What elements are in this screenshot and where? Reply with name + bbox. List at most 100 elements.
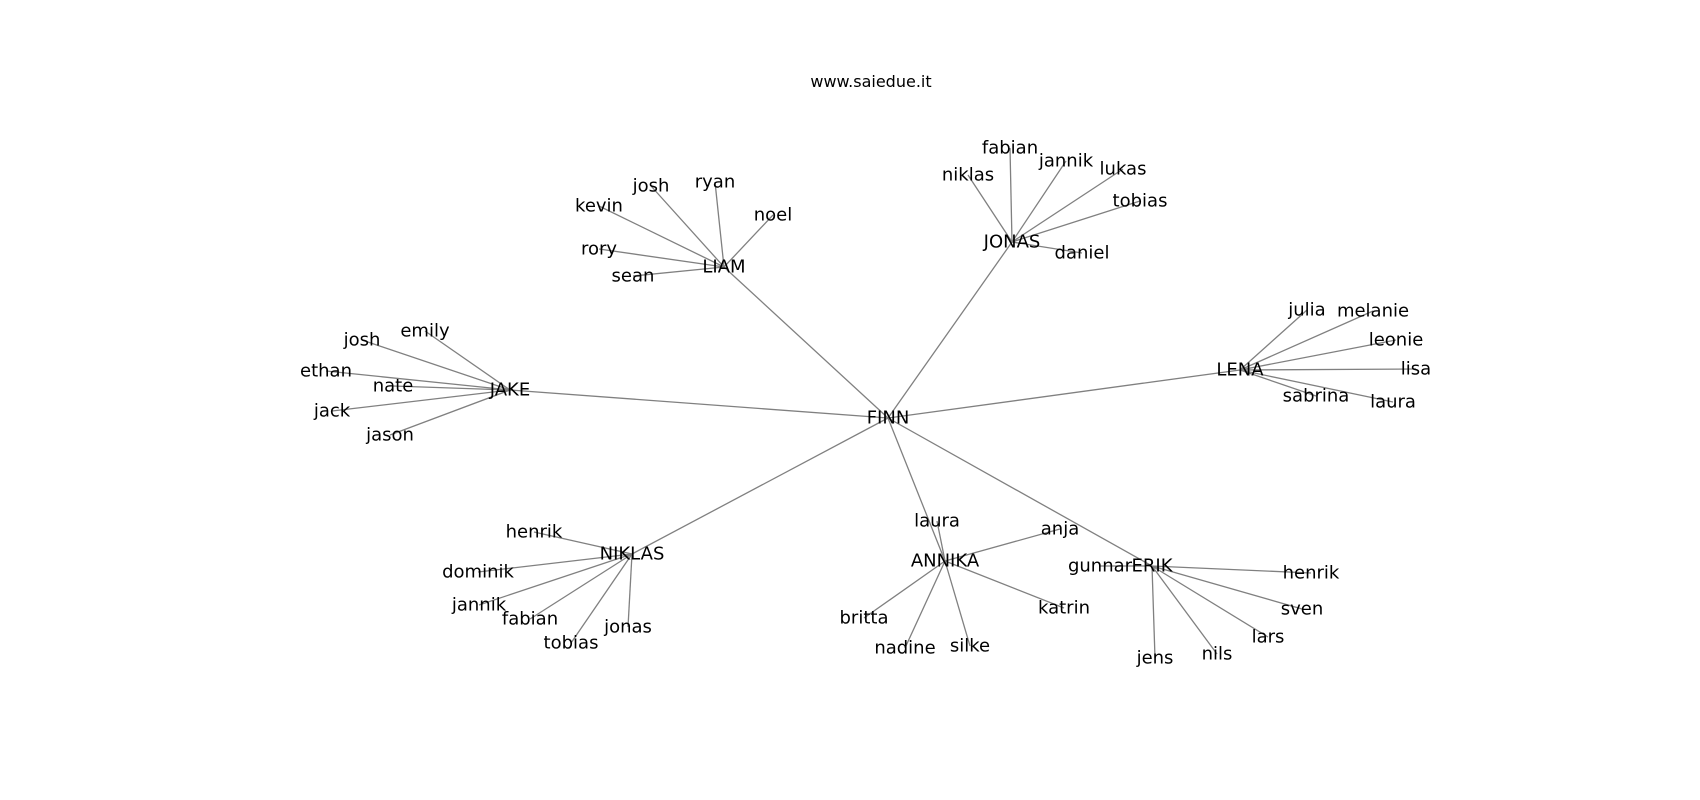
member-node-label: ethan [300,361,352,382]
edge-root-jonas [887,241,1013,419]
member-node-label: josh [343,330,381,351]
edge-niklas-tobias [570,553,633,644]
member-node-label: jonas [603,617,652,638]
edge-niklas-dominik [477,553,633,573]
member-node-label: ryan [695,172,736,193]
member-node-label: sabrina [1283,386,1350,407]
member-node-label: henrik [506,522,563,543]
root-node-label: FINN [867,408,910,429]
member-node-label: nils [1202,644,1233,665]
edge-jonas-jannik [1011,160,1067,243]
member-node-label: silke [950,636,990,657]
member-node-label: nadine [874,638,935,659]
member-node-label: rory [581,239,617,260]
member-node-label: lukas [1100,159,1147,180]
edge-jonas-tobias [1011,200,1141,243]
edge-lena-leonie [1239,339,1397,371]
edge-lena-lisa [1239,368,1417,371]
member-node-label: tobias [1113,191,1168,212]
member-node-label: niklas [942,165,994,186]
edge-jonas-niklas [967,174,1013,243]
member-node-label: jannik [451,595,507,616]
edge-niklas-henrik [533,531,633,555]
edge-liam-kevin [598,205,725,268]
edge-liam-josh [650,185,725,268]
member-node-label: noel [754,205,793,226]
edge-annika-anja [944,528,1061,562]
edge-erik-nils [1151,565,1218,655]
edge-lena-melanie [1239,310,1374,371]
edge-liam-sean [632,266,725,277]
member-node-label: dominik [442,562,514,583]
edge-jonas-lukas [1011,168,1124,243]
edge-jake-jason [389,389,511,436]
member-node-label: fabian [502,609,558,630]
member-node-label: lars [1252,627,1285,648]
diagram-title: www.saiedue.it [810,72,931,91]
group-node-label: LENA [1216,360,1264,381]
edge-lena-julia [1239,309,1308,371]
group-node-label: JONAS [983,232,1041,253]
member-node-label: emily [400,321,450,342]
member-node-label: julia [1287,300,1325,321]
edge-erik-henrik [1151,565,1312,574]
edge-root-lena [887,369,1241,419]
member-node-label: sven [1281,599,1324,620]
edge-niklas-jonas [627,553,633,628]
edge-jake-josh [361,339,511,391]
edge-jake-nate [392,385,511,391]
edge-jake-ethan [325,370,511,391]
member-node-label: tobias [544,633,599,654]
member-node-label: leonie [1369,330,1424,351]
edge-annika-britta [863,560,946,619]
member-node-label: nate [373,376,414,397]
member-node-label: kevin [575,196,623,217]
member-node-label: laura [1370,392,1416,413]
edge-liam-ryan [714,181,725,268]
edge-liam-noel [723,214,774,268]
edge-erik-sven [1151,565,1303,610]
edge-root-liam [723,266,889,419]
member-node-label: britta [840,608,889,629]
edge-lena-sabrina [1239,369,1317,397]
member-node-label: jens [1136,648,1174,669]
group-node-label: NIKLAS [600,544,665,565]
member-node-label: jannik [1038,151,1094,172]
member-node-label: daniel [1055,243,1110,264]
member-node-label: katrin [1038,598,1090,619]
edge-root-jake [509,389,889,419]
edge-jonas-fabian [1009,147,1013,243]
group-node-label: ANNIKA [911,551,980,572]
label-layer: FINN LIAM josh ryan noel kevin rory sean JONAS fa… [300,138,1431,669]
edge-root-annika [887,417,946,562]
edge-erik-lars [1151,565,1269,638]
edge-jake-emily [424,330,511,391]
edge-lena-laura [1239,369,1394,403]
edge-annika-katrin [944,560,1065,609]
member-node-label: josh [632,176,670,197]
member-node-label: sean [612,266,655,287]
member-node-label: melanie [1337,301,1409,322]
edge-annika-laura [936,520,946,562]
member-node-label: gunnar [1068,556,1133,577]
member-node-label: henrik [1283,563,1340,584]
edge-root-erik [887,417,1153,567]
member-node-label: jason [365,425,414,446]
edge-annika-nadine [904,560,946,649]
edge-annika-silke [944,560,971,647]
edge-root-niklas [631,417,889,555]
member-node-label: fabian [982,138,1038,159]
edge-jonas-daniel [1011,241,1083,254]
edge-erik-jens [1151,565,1156,659]
group-node-label: ERIK [1132,556,1174,577]
group-node-label: LIAM [702,257,745,278]
group-node-label: JAKE [489,380,530,401]
edge-niklas-fabian [529,553,633,620]
edge-niklas-jannik [478,553,633,606]
member-node-label: anja [1041,519,1079,540]
edge-jake-jack [331,389,511,412]
member-node-label: jack [313,401,351,422]
member-node-label: lisa [1401,359,1431,380]
edge-liam-rory [598,248,725,268]
